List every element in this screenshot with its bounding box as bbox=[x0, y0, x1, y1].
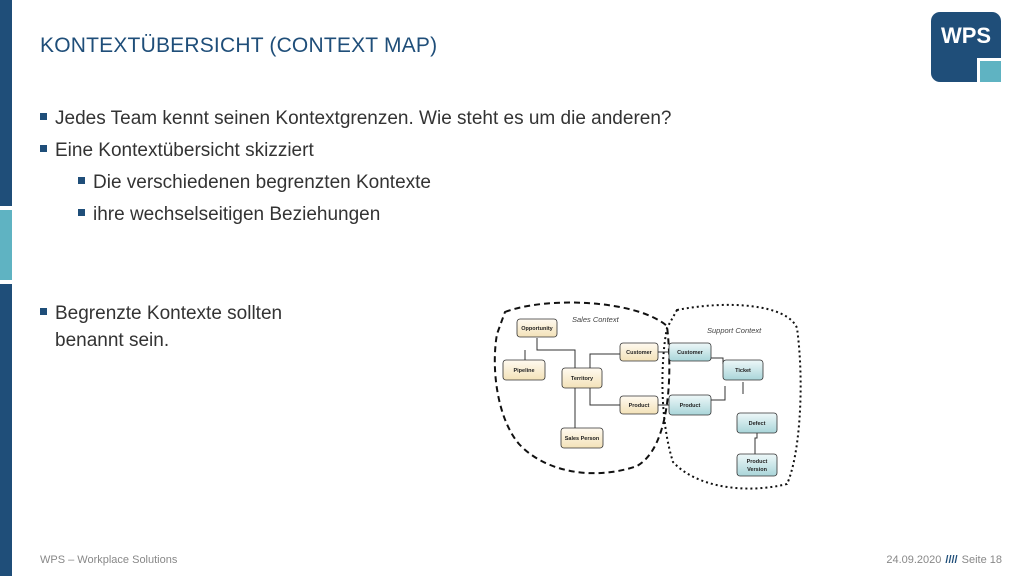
node-product-sales: Product bbox=[619, 395, 659, 415]
svg-text:Customer: Customer bbox=[677, 350, 704, 356]
slide-title: KONTEXTÜBERSICHT (CONTEXT MAP) bbox=[40, 34, 438, 57]
bullet-square-icon bbox=[78, 209, 85, 217]
bullet-item: Eine Kontextübersicht skizziert bbox=[40, 140, 314, 162]
svg-text:Version: Version bbox=[747, 467, 768, 473]
node-customer-support: Customer bbox=[668, 342, 712, 362]
node-opportunity: Opportunity bbox=[516, 318, 558, 338]
bullet-text: Jedes Team kennt seinen Kontextgrenzen. … bbox=[55, 108, 672, 129]
node-territory: Territory bbox=[561, 367, 603, 389]
footer-company: WPS – Workplace Solutions bbox=[40, 554, 178, 566]
left-bar-gap bbox=[0, 206, 12, 210]
node-product-support: Product bbox=[668, 394, 712, 416]
footer-separator: //// bbox=[945, 554, 958, 566]
bullet-square-icon bbox=[40, 113, 47, 121]
wps-logo: WPS bbox=[931, 12, 1001, 82]
svg-text:Defect: Defect bbox=[749, 421, 766, 427]
svg-text:Pipeline: Pipeline bbox=[513, 368, 534, 374]
bullet-item: Begrenzte Kontexte sollten benannt sein. bbox=[40, 300, 282, 354]
left-brand-bar bbox=[0, 0, 12, 576]
cross-context-connectors bbox=[657, 351, 669, 406]
context-map-diagram: Sales Context Support Context Opportunit… bbox=[493, 301, 802, 490]
bullet-item: Jedes Team kennt seinen Kontextgrenzen. … bbox=[40, 108, 671, 130]
svg-text:Product: Product bbox=[629, 403, 650, 409]
bullet-text: ihre wechselseitigen Beziehungen bbox=[93, 204, 381, 225]
logo-text: WPS bbox=[941, 23, 991, 48]
svg-text:Product: Product bbox=[680, 403, 701, 409]
node-defect: Defect bbox=[736, 412, 778, 434]
bullet-square-icon bbox=[78, 177, 85, 185]
node-customer-sales: Customer bbox=[619, 342, 659, 362]
bullet-square-icon bbox=[40, 145, 47, 153]
node-ticket: Ticket bbox=[722, 359, 764, 381]
svg-text:Opportunity: Opportunity bbox=[521, 326, 553, 332]
sales-context-label: Sales Context bbox=[572, 315, 620, 324]
bullet-text: Begrenzte Kontexte sollten bbox=[55, 303, 283, 324]
bullet-square-icon bbox=[40, 308, 47, 316]
sub-bullet-item: Die verschiedenen begrenzten Kontexte bbox=[78, 172, 431, 194]
support-context-label: Support Context bbox=[707, 326, 762, 335]
svg-text:Customer: Customer bbox=[626, 350, 653, 356]
bullet-text: Die verschiedenen begrenzten Kontexte bbox=[93, 172, 432, 193]
node-product-version: Product Version bbox=[736, 453, 778, 477]
bullet-text-continued: benannt sein. bbox=[55, 330, 170, 351]
support-context-boundary bbox=[661, 303, 802, 490]
left-bar-gap bbox=[0, 280, 12, 284]
svg-text:Territory: Territory bbox=[571, 376, 594, 382]
sub-bullet-item: ihre wechselseitigen Beziehungen bbox=[78, 204, 380, 226]
footer-meta: 24.09.2020////Seite 18 bbox=[886, 554, 1002, 566]
left-accent-bar bbox=[0, 210, 12, 280]
node-sales-person: Sales Person bbox=[560, 427, 604, 449]
svg-text:Ticket: Ticket bbox=[735, 368, 751, 374]
node-pipeline: Pipeline bbox=[502, 359, 546, 381]
svg-text:Sales Person: Sales Person bbox=[565, 436, 600, 442]
footer-date: 24.09.2020 bbox=[886, 554, 942, 566]
bullet-text: Eine Kontextübersicht skizziert bbox=[55, 140, 314, 161]
sales-context-boundary bbox=[493, 301, 671, 475]
footer-page: Seite 18 bbox=[961, 554, 1002, 566]
svg-text:Product: Product bbox=[747, 459, 768, 465]
